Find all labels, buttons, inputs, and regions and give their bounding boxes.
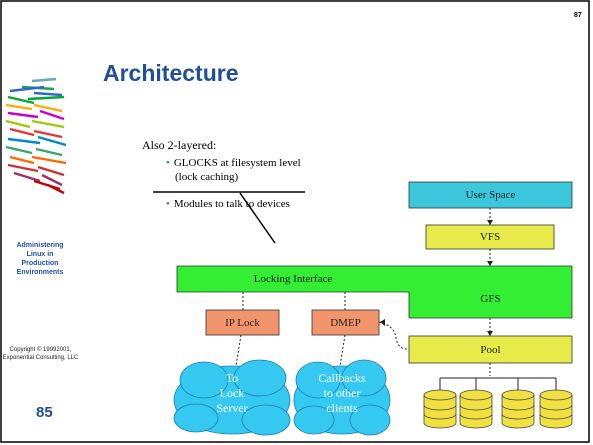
- sidebar-course-title: Administering Linux in Production Enviro…: [0, 241, 80, 277]
- pool-label: Pool: [480, 343, 501, 356]
- cloud-label-line: clients: [326, 401, 358, 415]
- cloud-right-label: Callbacks to other clients: [300, 371, 384, 416]
- bullet-text: Modules to talk to devices: [173, 198, 290, 210]
- ip-lock-label: IP Lock: [225, 316, 260, 329]
- bullet-icon: •: [166, 157, 170, 169]
- cloud-callbacks: [293, 359, 391, 436]
- logo-graphic: [5, 77, 67, 195]
- cloud-label-line: To: [225, 371, 239, 385]
- dmep-label: DMEP: [330, 316, 361, 329]
- copyright-line: Exponential Consulting, LLC: [2, 355, 79, 361]
- user-space-label: User Space: [465, 189, 516, 201]
- cloud-label-line: Server: [216, 401, 248, 415]
- bullet-item: •GLOCKS at filesystem level: [166, 156, 301, 170]
- sidebar-title-line: Administering: [16, 242, 64, 249]
- slide-title: Architecture: [103, 60, 239, 86]
- sidebar-title-line: Production: [21, 260, 59, 267]
- locking-gfs-layer: [176, 265, 573, 319]
- cloud-label-line: to other: [323, 386, 361, 400]
- bullet-text: GLOCKS at filesystem level: [173, 157, 301, 169]
- page-number-top: 87: [574, 12, 582, 19]
- annotation-pointer: [239, 192, 276, 244]
- sidebar-title-line: Linux in: [26, 251, 54, 258]
- bullet-item: •Modules to talk to devices: [166, 197, 290, 211]
- ip-lock-box: [205, 309, 280, 336]
- bullet-text-continuation: (lock caching): [175, 171, 239, 183]
- vfs-box: [425, 224, 555, 250]
- vfs-label: VFS: [479, 231, 501, 243]
- bullet-icon: •: [166, 198, 170, 210]
- disk-icons: [423, 363, 573, 429]
- gfs-label: GFS: [480, 293, 501, 305]
- slide-number: 85: [36, 404, 53, 421]
- cloud-label-line: Callbacks: [318, 371, 366, 385]
- copyright-notice: Copyright © 19992001, Exponential Consul…: [0, 346, 81, 362]
- locking-interface-label: Locking Interface: [253, 273, 333, 285]
- cloud-to-lock-server: [173, 359, 291, 436]
- copyright-line: Copyright © 19992001,: [9, 347, 72, 353]
- cloud-label-line: Lock: [219, 386, 245, 400]
- sidebar-title-line: Environments: [16, 269, 64, 276]
- intro-text: Also 2-layered:: [142, 138, 217, 152]
- cloud-left-label: To Lock Server: [192, 371, 272, 416]
- pool-box: [408, 335, 573, 364]
